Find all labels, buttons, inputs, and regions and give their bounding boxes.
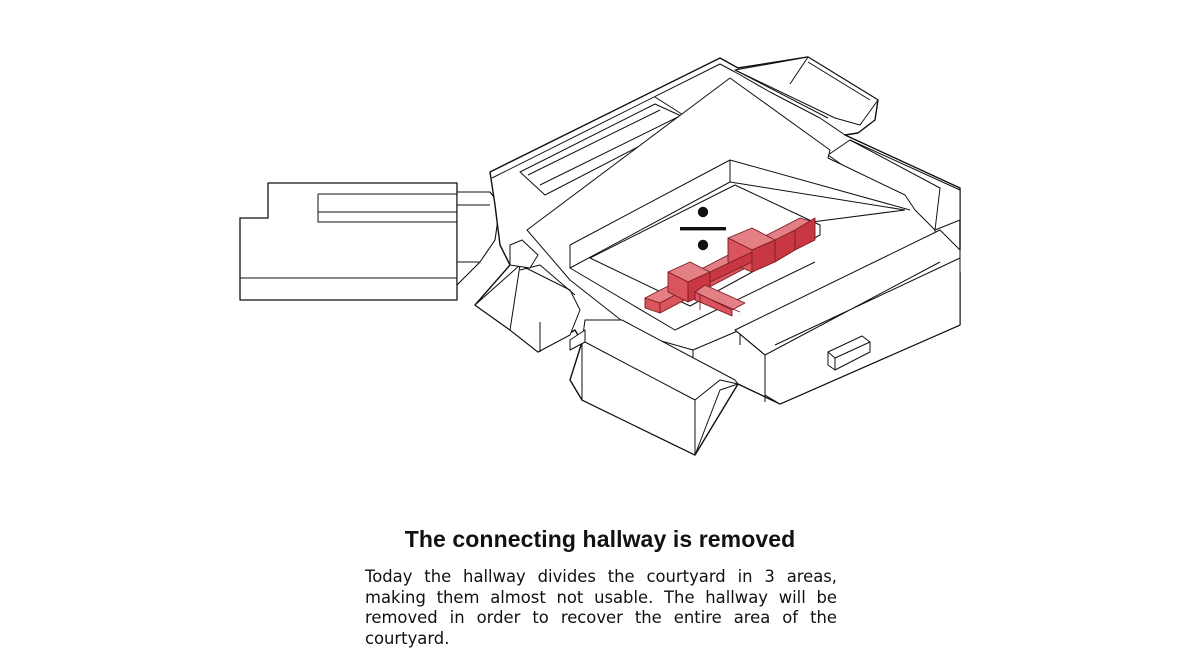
diagram-description: Today the hallway divides the courtyard … (365, 567, 837, 648)
diagram-title: The connecting hallway is removed (404, 526, 796, 552)
division-icon (680, 206, 726, 251)
west-annex (239, 182, 501, 301)
hallway-removed (644, 217, 816, 317)
main-building (474, 56, 961, 456)
axonometric-building-diagram (239, 56, 961, 456)
